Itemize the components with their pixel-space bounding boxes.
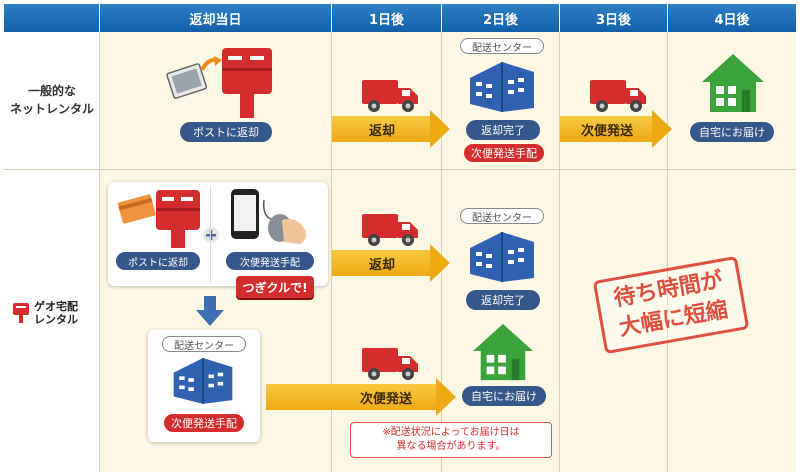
header-day2: 2日後 xyxy=(442,4,560,32)
geo-next-arrange-bottom-badge: 次便発送手配 xyxy=(164,414,244,432)
truck-icon xyxy=(362,80,418,112)
general-home-delivery-badge: 自宅にお届け xyxy=(690,122,774,142)
warehouse-icon xyxy=(173,358,233,404)
geo-return-arrow: 返却 xyxy=(332,244,450,282)
cell-geo-day4 xyxy=(668,170,796,472)
geo-return-arrow-label: 返却 xyxy=(368,257,395,273)
warehouse-icon xyxy=(470,232,534,282)
general-return-done-badge: 返却完了 xyxy=(466,120,540,140)
truck-icon xyxy=(362,214,418,246)
delivery-note-line1: ※配送状況によってお届け日は xyxy=(382,427,520,438)
geo-logo: ゲオ宅配 レンタル xyxy=(12,300,78,326)
header-corner xyxy=(4,4,100,32)
general-return-arrow-label: 返却 xyxy=(368,123,395,139)
geo-center-label-bottom: 配送センター xyxy=(162,336,246,352)
comparison-table: 返却当日 1日後 2日後 3日後 4日後 一般的な ネットレンタル ゲオ宅配 レ… xyxy=(4,4,796,472)
row-general-title-line1: 一般的な xyxy=(27,84,76,98)
geo-next-ship-arrow-label: 次便発送 xyxy=(359,391,412,407)
geo-logo-line2: レンタル xyxy=(34,313,78,326)
geo-return-post-badge: ポストに返却 xyxy=(116,252,200,270)
geo-mailbox-icon xyxy=(13,303,29,323)
general-return-arrow: 返却 xyxy=(332,110,450,148)
geo-tsugikuru-callout: つぎクルで! xyxy=(236,276,314,298)
general-next-ship-arrow-label: 次便発送 xyxy=(580,123,633,139)
postbox-icon xyxy=(156,190,200,248)
plus-icon xyxy=(203,227,219,243)
row-general-title-line2: ネットレンタル xyxy=(9,102,94,116)
panel-divider xyxy=(210,186,211,282)
geo-next-arrange-badge: 次便発送手配 xyxy=(226,252,314,270)
header-day0: 返却当日 xyxy=(100,4,332,32)
geo-center-label-top: 配送センター xyxy=(460,208,544,224)
truck-icon xyxy=(362,348,418,380)
general-next-ship-arrow: 次便発送 xyxy=(560,110,672,148)
header-day3: 3日後 xyxy=(560,4,668,32)
cell-geo-day3 xyxy=(560,170,668,472)
general-return-post-badge: ポストに返却 xyxy=(180,122,272,142)
header-day1: 1日後 xyxy=(332,4,442,32)
dvd-case-icon xyxy=(166,63,208,99)
orange-arrow-icon xyxy=(200,56,222,71)
down-arrow-icon xyxy=(196,296,224,326)
house-icon xyxy=(702,54,764,112)
header-day4: 4日後 xyxy=(668,4,796,32)
row-general-label-cell xyxy=(4,32,100,170)
general-center-label: 配送センター xyxy=(460,38,544,54)
smartphone-icon xyxy=(231,189,259,239)
postbox-icon xyxy=(222,48,272,118)
geo-logo-text: ゲオ宅配 レンタル xyxy=(34,300,78,326)
general-next-arrange-badge: 次便発送手配 xyxy=(464,144,544,162)
delivery-note: ※配送状況によってお届け日は 異なる場合があります。 xyxy=(350,422,552,458)
delivery-note-line2: 異なる場合があります。 xyxy=(396,441,506,452)
mouse-hand-icon xyxy=(262,199,307,244)
geo-next-ship-arrow: 次便発送 xyxy=(266,378,456,416)
row-general-title: 一般的な ネットレンタル xyxy=(6,82,98,118)
warehouse-icon xyxy=(470,62,534,112)
geo-return-done-badge: 返却完了 xyxy=(466,290,540,310)
truck-icon xyxy=(590,80,646,112)
house-icon xyxy=(473,323,533,381)
geo-home-delivery-badge: 自宅にお届け xyxy=(462,386,546,406)
card-icon xyxy=(117,194,156,224)
geo-logo-line1: ゲオ宅配 xyxy=(34,300,78,313)
cell-general-day0 xyxy=(100,32,332,170)
